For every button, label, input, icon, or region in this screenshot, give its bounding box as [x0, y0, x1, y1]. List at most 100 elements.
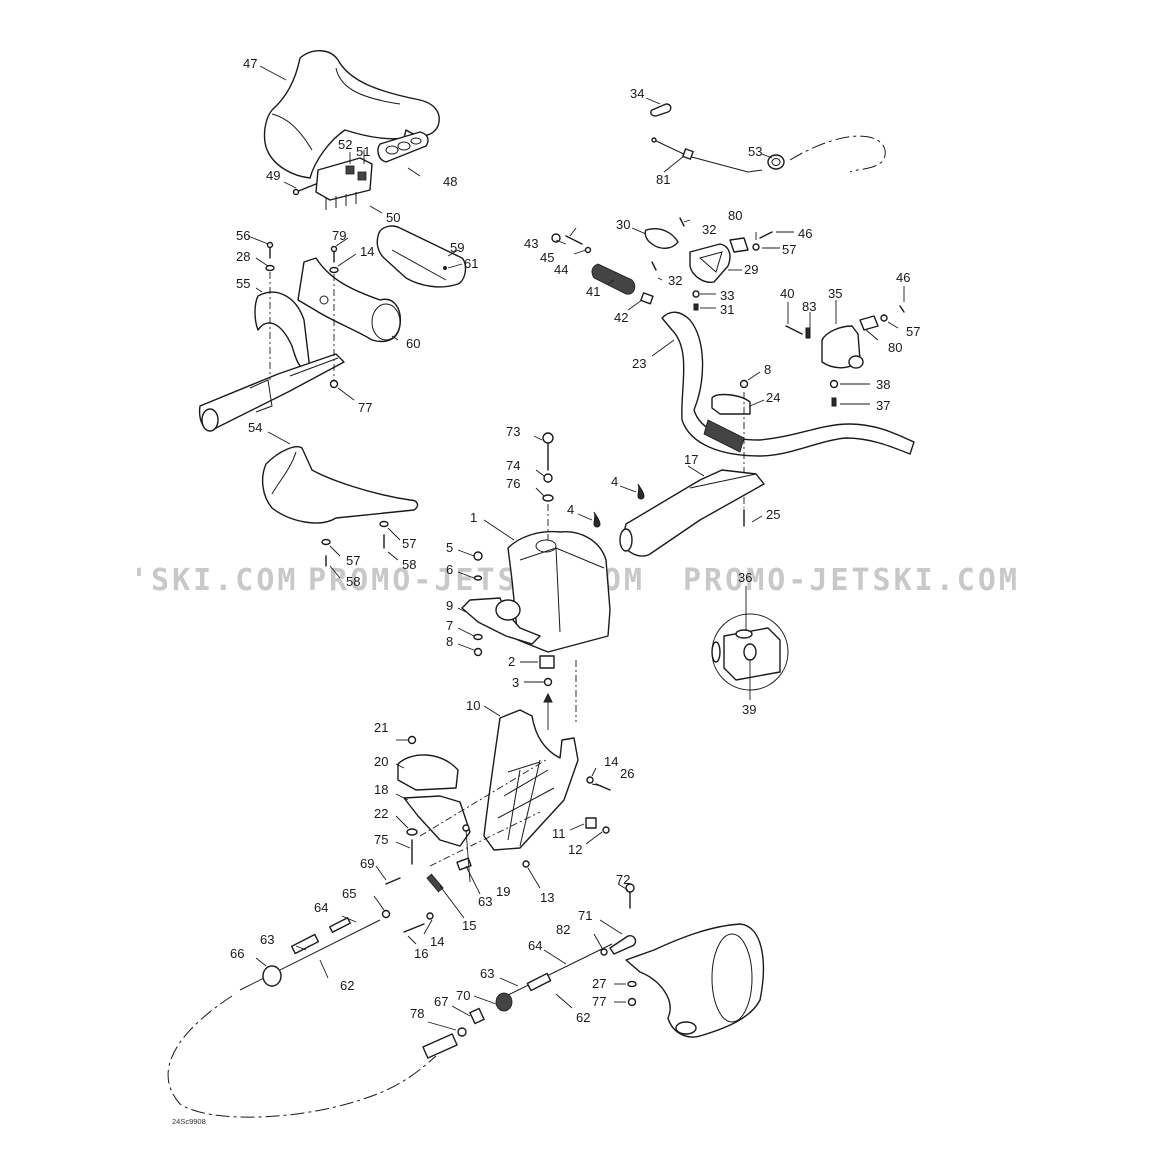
part-35-housing[interactable]	[821, 325, 864, 369]
part-38-nut[interactable]	[829, 379, 839, 389]
part-57-washer-c[interactable]	[752, 243, 760, 251]
part-29-throttle-housing[interactable]	[689, 243, 731, 283]
part-57-washer-a[interactable]	[321, 538, 331, 546]
part-18-clamp-bottom[interactable]	[403, 795, 471, 847]
part-46-screw-a[interactable]	[759, 231, 773, 239]
part-83-switch[interactable]	[805, 327, 811, 339]
part-30-cover[interactable]	[644, 228, 679, 249]
part-42-sleeve[interactable]	[640, 292, 654, 305]
part-4-grease-b[interactable]	[637, 483, 645, 500]
part-69-screw[interactable]	[385, 877, 401, 885]
part-14-washer-c[interactable]	[426, 912, 434, 920]
part-32-screw-b[interactable]	[651, 261, 657, 271]
part-13-nut[interactable]	[522, 860, 530, 868]
part-24-clamp[interactable]	[711, 393, 751, 415]
part-21-nut[interactable]	[407, 735, 417, 745]
part-43-cap[interactable]	[551, 233, 561, 243]
part-76-washer[interactable]	[542, 494, 554, 502]
callout-2: 2	[508, 654, 515, 669]
left-steering-stem[interactable]	[198, 353, 345, 432]
part-62-cable-right[interactable]	[497, 943, 613, 1001]
part-45-bolt[interactable]	[565, 235, 583, 245]
part-44-washer[interactable]	[584, 246, 592, 254]
part-77-nut-right[interactable]	[627, 997, 637, 1007]
part-11-block[interactable]	[585, 817, 597, 829]
part-57-washer-d[interactable]	[880, 314, 888, 322]
part-56-screw[interactable]	[266, 241, 274, 259]
callout-64-a: 64	[314, 900, 328, 915]
part-32-screw-a[interactable]	[679, 217, 685, 227]
part-50-switch-housing[interactable]	[315, 157, 373, 210]
part-77-nut-left[interactable]	[329, 379, 339, 389]
part-62-cable-left[interactable]	[239, 917, 381, 991]
part-3-nut[interactable]	[543, 677, 553, 687]
part-7-washer[interactable]	[473, 633, 483, 641]
part-74-nut[interactable]	[543, 473, 553, 483]
part-57-washer-b[interactable]	[379, 520, 389, 528]
part-73-bolt[interactable]	[542, 432, 554, 471]
part-6-washer[interactable]	[473, 575, 483, 581]
part-9-plate[interactable]	[461, 597, 541, 645]
part-15-clip[interactable]	[426, 873, 444, 893]
callout-83: 83	[802, 299, 816, 314]
part-14-washer-b[interactable]	[586, 776, 594, 784]
part-80-bracket-b[interactable]	[859, 315, 879, 331]
part-81-cable[interactable]	[651, 137, 763, 173]
part-79-screw[interactable]	[330, 245, 338, 263]
part-14-washer-top[interactable]	[329, 266, 339, 274]
part-2-block[interactable]	[539, 655, 555, 669]
part-80-bracket-a[interactable]	[729, 237, 749, 253]
part-31-screw[interactable]	[693, 303, 699, 311]
callout-80-b: 80	[888, 340, 902, 355]
cable-end[interactable]	[422, 1033, 458, 1059]
part-72-bolt[interactable]	[625, 883, 635, 909]
throttle-cable-dashed	[789, 135, 886, 173]
part-46-screw-b[interactable]	[899, 305, 905, 313]
callout-34: 34	[630, 86, 644, 101]
part-5-bolt[interactable]	[473, 551, 483, 561]
part-70-fitting[interactable]	[495, 992, 513, 1012]
part-60-cover[interactable]	[297, 257, 402, 343]
part-61-marker	[443, 266, 447, 270]
part-37-screw[interactable]	[831, 397, 837, 407]
callout-16: 16	[414, 946, 428, 961]
part-40-screw[interactable]	[785, 325, 803, 335]
part-78-ring[interactable]	[457, 1027, 467, 1037]
callout-31: 31	[720, 302, 734, 317]
callout-43: 43	[524, 236, 538, 251]
part-48-plate[interactable]	[377, 131, 429, 163]
part-33-nut[interactable]	[692, 290, 700, 298]
part-27-washer[interactable]	[627, 980, 637, 988]
part-63-pin-a[interactable]	[456, 857, 472, 871]
part-34-clip[interactable]	[650, 103, 672, 117]
part-8-nut-top[interactable]	[739, 379, 749, 389]
part-54-cover[interactable]	[261, 446, 419, 524]
part-55-cover[interactable]	[254, 291, 311, 371]
part-10-bracket[interactable]	[483, 709, 579, 851]
nozzle[interactable]	[625, 923, 765, 1038]
callout-33: 33	[720, 288, 734, 303]
part-28-washer[interactable]	[265, 264, 275, 272]
part-82-nut[interactable]	[600, 948, 608, 956]
part-53-grommet[interactable]	[767, 154, 785, 170]
part-20-clamp-top[interactable]	[397, 754, 459, 791]
part-49-screw[interactable]	[292, 183, 317, 196]
part-12-nut[interactable]	[602, 826, 610, 834]
part-4-grease-a[interactable]	[593, 511, 601, 528]
part-65-nut[interactable]	[381, 909, 391, 919]
part-67-clip[interactable]	[469, 1007, 485, 1025]
callout-72: 72	[616, 872, 630, 887]
callout-81: 81	[656, 172, 670, 187]
part-23-handlebar[interactable]	[661, 311, 915, 457]
part-66-grommet[interactable]	[262, 965, 282, 987]
part-47-cover[interactable]	[263, 50, 440, 179]
part-16-bolt[interactable]	[403, 923, 425, 933]
part-59-pad[interactable]	[376, 225, 467, 288]
part-41-grip[interactable]	[591, 263, 636, 295]
leader-lines	[247, 65, 905, 1031]
part-71-ball-joint[interactable]	[609, 935, 637, 955]
part-17-steering-stem[interactable]	[619, 469, 765, 557]
part-8-nut[interactable]	[473, 647, 483, 657]
part-22-washer[interactable]	[406, 828, 418, 836]
